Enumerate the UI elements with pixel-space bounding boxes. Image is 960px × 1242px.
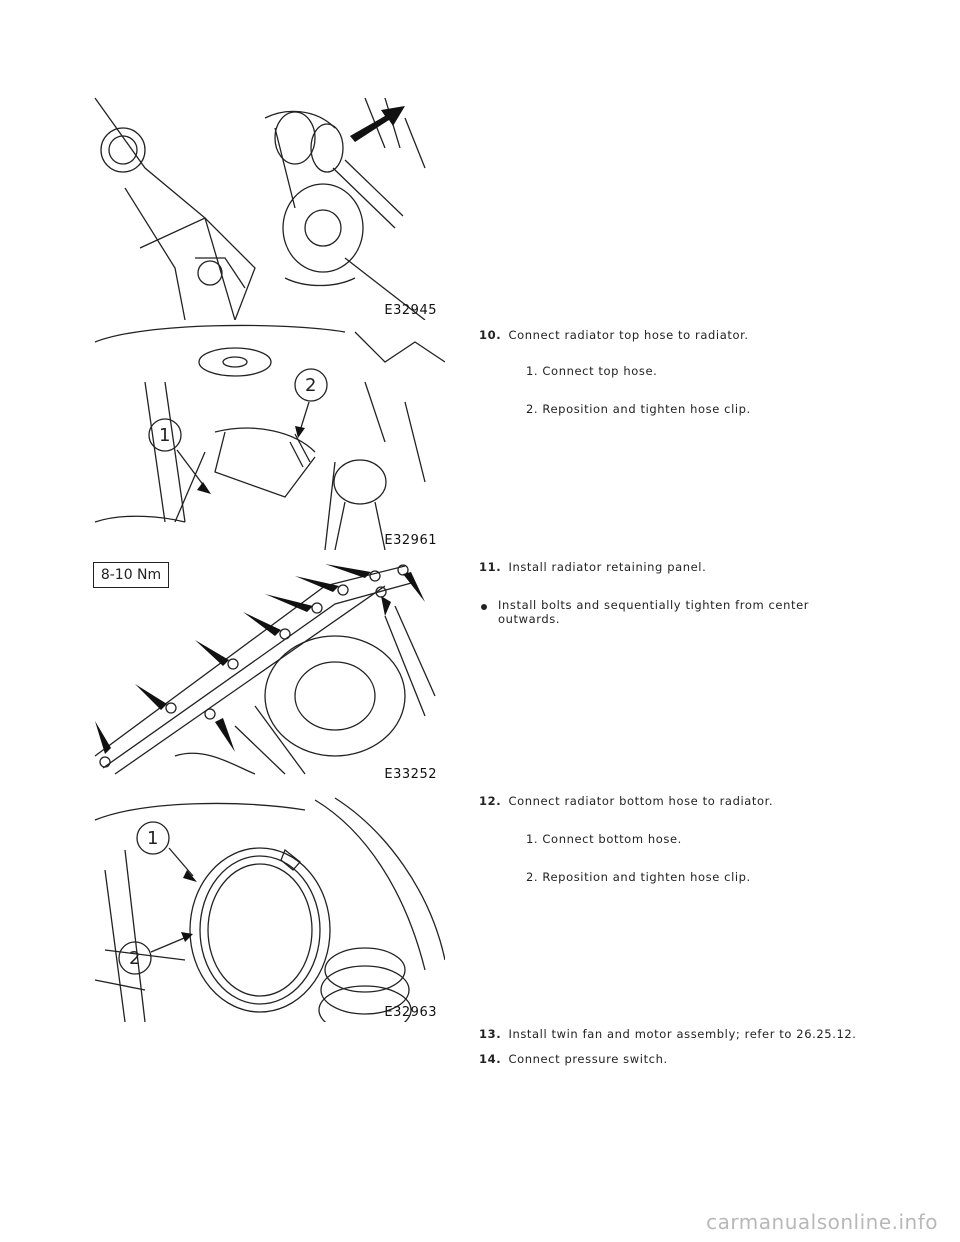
figure-e32963: 1 2 E32963 — [85, 790, 445, 1022]
step-12-sub-1: 1. Connect bottom hose. — [526, 832, 682, 846]
step-12: 12. Connect radiator bottom hose to radi… — [479, 794, 773, 808]
step-number: 11. — [479, 560, 502, 574]
bullet-icon — [481, 604, 487, 610]
figure-e33252: E33252 — [85, 556, 445, 784]
step-text: Install radiator retaining panel. — [508, 560, 707, 574]
step-13: 13. Install twin fan and motor assembly;… — [479, 1027, 857, 1041]
engine-bracket-illustration — [94, 97, 426, 320]
step-11-bullet: Install bolts and sequentially tighten f… — [481, 598, 811, 626]
callout-2: 2 — [305, 375, 316, 396]
step-12-sub-2: 2. Reposition and tighten hose clip. — [526, 870, 751, 884]
step-10: 10. Connect radiator top hose to radiato… — [479, 328, 749, 342]
figure-code: E32945 — [384, 303, 437, 318]
bullet-text: Install bolts and sequentially tighten f… — [498, 598, 810, 626]
callout-1: 1 — [147, 828, 158, 849]
step-text: Connect pressure switch. — [508, 1052, 668, 1066]
torque-label: 8-10 Nm — [93, 562, 169, 588]
callout-1: 1 — [159, 425, 170, 446]
step-10-sub-1: 1. Connect top hose. — [526, 364, 658, 378]
step-number: 14. — [479, 1052, 502, 1066]
step-text: Connect radiator top hose to radiator. — [508, 328, 749, 342]
step-text: Install twin fan and motor assembly; ref… — [508, 1027, 857, 1041]
step-14: 14. Connect pressure switch. — [479, 1052, 668, 1066]
step-11: 11. Install radiator retaining panel. — [479, 560, 706, 574]
bottom-hose-illustration: 1 2 — [94, 797, 445, 1022]
figure-e32945: E32945 — [85, 88, 445, 320]
figure-code: E32963 — [384, 1005, 437, 1020]
step-10-sub-2: 2. Reposition and tighten hose clip. — [526, 402, 751, 416]
figure-code: E33252 — [384, 767, 437, 782]
step-number: 10. — [479, 328, 502, 342]
step-text: Connect radiator bottom hose to radiator… — [508, 794, 774, 808]
top-hose-illustration: 1 2 — [94, 324, 445, 550]
callout-2: 2 — [129, 948, 140, 969]
step-number: 12. — [479, 794, 502, 808]
figure-code: E32961 — [384, 533, 437, 548]
watermark: carmanualsonline.info — [706, 1210, 938, 1234]
figure-e32961: 1 2 E32961 — [85, 322, 445, 550]
step-number: 13. — [479, 1027, 502, 1041]
retaining-panel-illustration — [94, 564, 436, 775]
